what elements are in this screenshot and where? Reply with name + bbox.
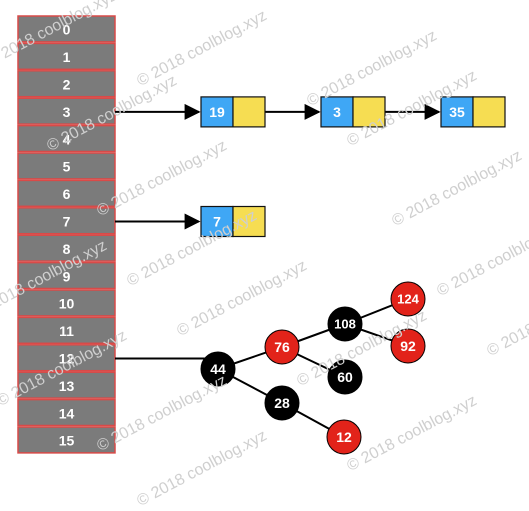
tree-node-92: 92 (390, 328, 426, 364)
tree-node-108: 108 (327, 306, 363, 342)
bucket-14: 14 (17, 398, 116, 427)
tree-node-label: 124 (397, 292, 419, 307)
bucket-index: 8 (63, 241, 71, 257)
black-node (200, 351, 236, 387)
bucket-index: 12 (59, 351, 75, 367)
red-node (264, 329, 300, 365)
node-key: 7 (213, 214, 221, 230)
bucket-index: 10 (59, 296, 75, 312)
bucket-7: 7 (17, 207, 116, 235)
bucket-index: 5 (63, 159, 71, 175)
list-node-7: 7 (200, 205, 266, 238)
bucket-cell (17, 179, 116, 208)
bucket-9: 9 (17, 261, 116, 290)
bucket-index: 0 (63, 22, 71, 38)
node-next-cell (472, 96, 506, 128)
bucket-0: 0 (17, 15, 116, 43)
bucket-8: 8 (17, 234, 116, 262)
tree-node-12: 12 (326, 419, 362, 455)
bucket-cell (17, 398, 116, 427)
bucket-index: 9 (63, 268, 71, 284)
bucket-index: 6 (63, 186, 71, 202)
node-next-cell (352, 96, 386, 128)
bucket-index: 1 (63, 49, 71, 65)
bucket-index: 15 (59, 433, 75, 449)
red-node (390, 281, 426, 317)
bucket-index: 7 (63, 214, 71, 230)
bucket-5: 5 (17, 152, 116, 180)
bucket-cell (17, 261, 116, 290)
bucket-cell (17, 426, 116, 454)
node-key-cell (440, 96, 474, 128)
bucket-cell (17, 152, 116, 180)
tree-node-label: 92 (400, 338, 416, 354)
black-node (327, 359, 363, 395)
linked-lists: 19 3 35 7 (200, 96, 506, 238)
bucket-cell (17, 371, 116, 399)
bucket-index: 13 (59, 378, 75, 394)
list-node-3: 3 (320, 96, 386, 128)
bucket-index: 14 (59, 405, 75, 421)
bucket-index: 4 (63, 131, 71, 147)
bucket-index: 3 (63, 104, 71, 120)
tree-node-124: 124 (390, 281, 426, 317)
node-key: 19 (209, 104, 225, 120)
bucket-cell (17, 70, 116, 98)
bucket-cell (17, 316, 116, 345)
node-next-cell (232, 205, 266, 238)
node-key: 3 (333, 104, 341, 120)
tree-node-label: 108 (334, 317, 356, 332)
bucket-cell (17, 15, 116, 43)
tree-node-28: 28 (264, 385, 300, 421)
tree-node-60: 60 (327, 359, 363, 395)
list-node-19: 19 (200, 96, 266, 128)
bucket-cell (17, 42, 116, 71)
black-node (327, 306, 363, 342)
node-key-cell (200, 205, 234, 238)
bucket-2: 2 (17, 70, 116, 98)
list-node-35: 35 (440, 96, 506, 128)
bucket-index: 2 (63, 77, 71, 93)
tree-node-76: 76 (264, 329, 300, 365)
black-node (264, 385, 300, 421)
bucket-4: 4 (17, 124, 116, 153)
bucket-cell (17, 344, 116, 372)
bucket-cell (17, 289, 116, 317)
tree-node-label: 44 (210, 361, 226, 377)
bucket-11: 11 (17, 316, 116, 345)
bucket-cell (17, 124, 116, 153)
red-node (390, 328, 426, 364)
bucket-12: 12 (17, 344, 116, 372)
bucket-10: 10 (17, 289, 116, 317)
tree-node-label: 12 (336, 429, 352, 445)
bucket-cell (17, 207, 116, 235)
bucket-index: 11 (59, 323, 74, 339)
tree-node-label: 28 (274, 395, 290, 411)
tree-node-44: 44 (200, 351, 236, 387)
red-black-tree: 44 76 28 108 60 124 92 12 (200, 281, 426, 455)
node-next-cell (232, 96, 266, 128)
bucket-6: 6 (17, 179, 116, 208)
tree-node-label: 60 (337, 369, 353, 385)
bucket-1: 1 (17, 42, 116, 71)
bucket-13: 13 (17, 371, 116, 399)
node-key: 35 (449, 104, 465, 120)
red-node (326, 419, 362, 455)
bucket-cell (17, 234, 116, 262)
bucket-15: 15 (17, 426, 116, 454)
tree-node-label: 76 (274, 339, 290, 355)
